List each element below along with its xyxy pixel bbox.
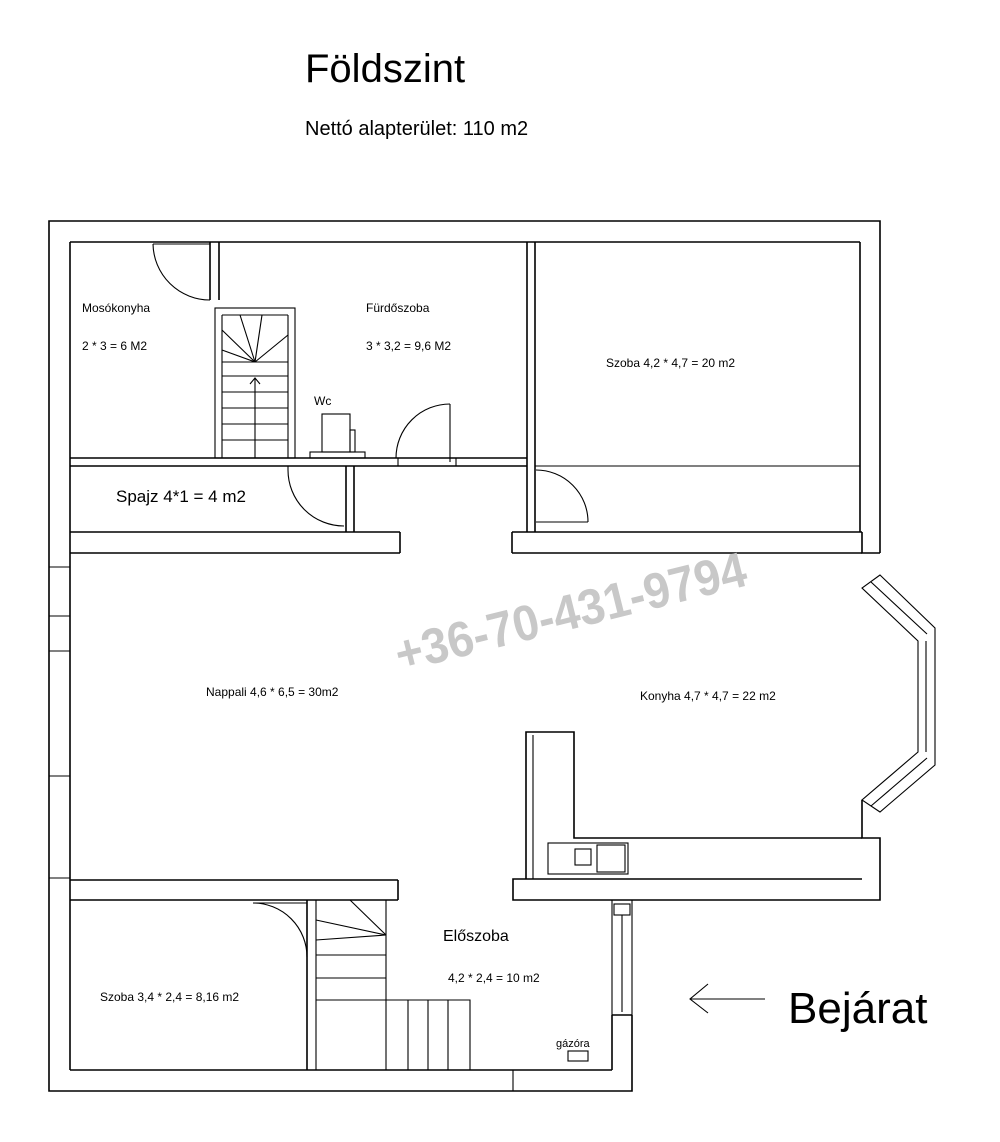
room-label-szoba-bottom: Szoba 3,4 * 2,4 = 8,16 m2 [100,990,239,1004]
label-gazora: gázóra [556,1038,591,1050]
lower-interior-walls [70,879,633,1070]
room-label-mosokonyha: Mosókonyha [82,301,150,315]
room-label-nappali: Nappali 4,6 * 6,5 = 30m2 [206,685,339,699]
room-dims-furdoszoba: 3 * 3,2 = 9,6 M2 [366,339,451,353]
label-wc: Wc [314,394,331,408]
staircase-lower [315,899,471,1070]
room-dims-eloszoba: 4,2 * 2,4 = 10 m2 [448,971,540,985]
entrance-label: Bejárat [788,984,927,1033]
room-label-spajz: Spajz 4*1 = 4 m2 [116,487,246,506]
gas-meter-icon [567,1050,589,1062]
staircase-upper [214,307,296,459]
upper-doors [152,243,589,527]
room-label-szoba-top: Szoba 4,2 * 4,7 = 20 m2 [606,356,735,370]
left-arrow-icon [689,983,765,1014]
room-dims-mosokonyha: 2 * 3 = 6 M2 [82,339,147,353]
page-title: Földszint [305,47,465,91]
net-area-subtitle: Nettó alapterület: 110 m2 [305,118,528,140]
upper-interior-walls [70,242,862,554]
kitchen-counter [525,731,862,879]
room-label-furdoszoba: Fürdőszoba [366,301,430,315]
phone-watermark: +36-70-431-9794 [389,541,752,682]
room-label-eloszoba: Előszoba [443,928,509,945]
wc-fixture [309,413,366,459]
exterior-walls [48,220,881,1092]
room-label-konyha: Konyha 4,7 * 4,7 = 22 m2 [640,689,776,703]
